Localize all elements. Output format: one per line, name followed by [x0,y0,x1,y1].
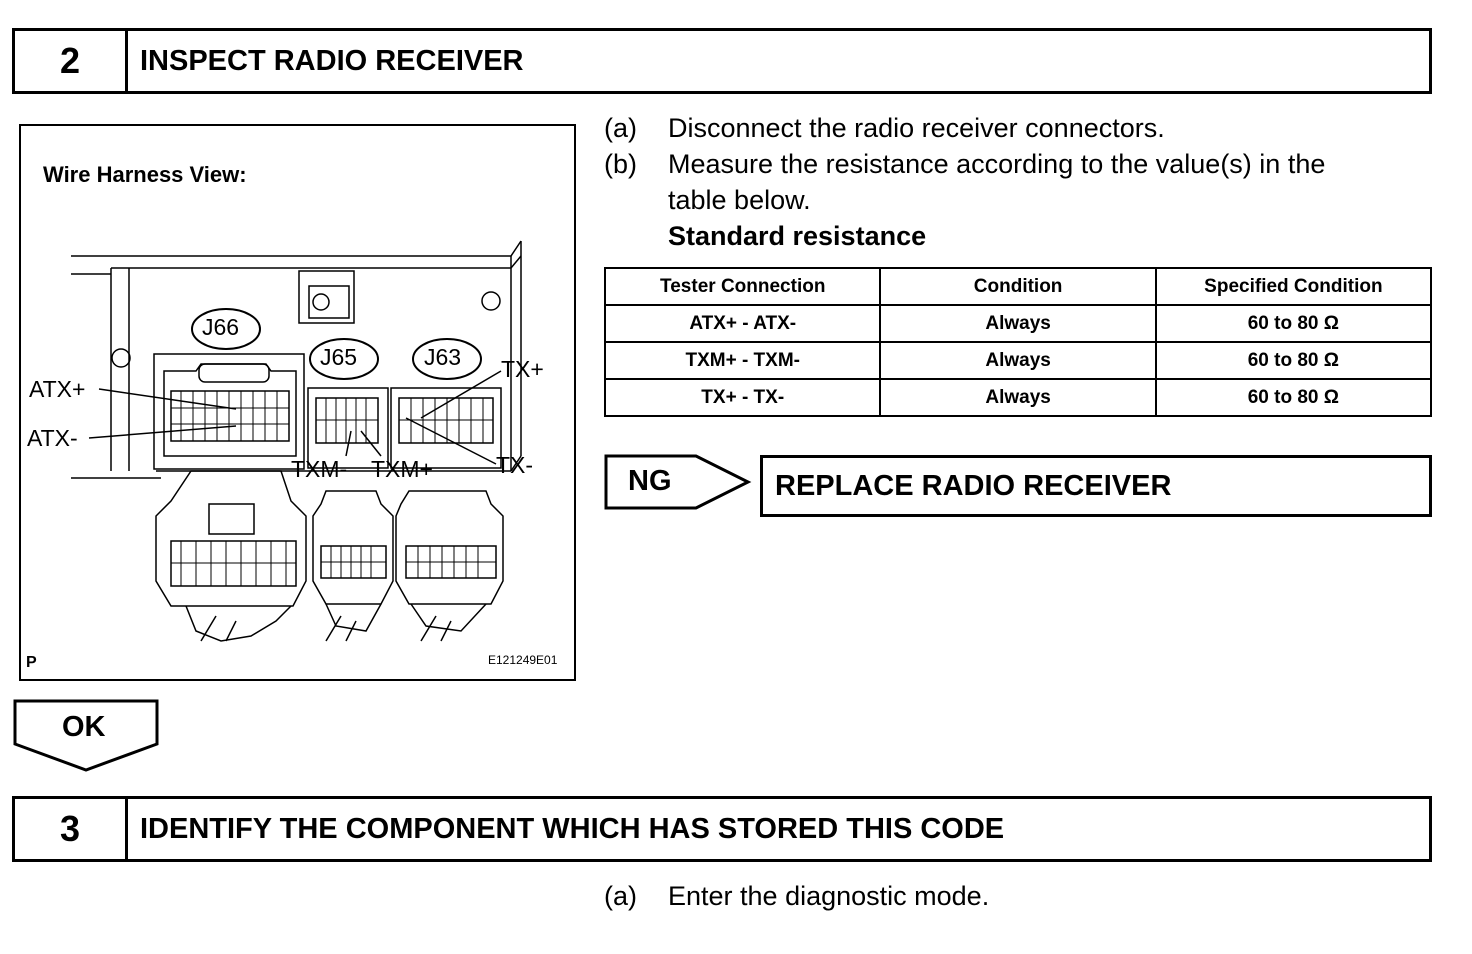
table-cell: TXM+ - TXM- [603,341,882,380]
table-row: ATX+ - ATX- Always 60 to 80 Ω [603,304,1433,343]
figure-code: E121249E01 [488,653,558,667]
instruction-text: Measure the resistance according to the … [668,149,1326,179]
table-header-row: Tester Connection Condition Specified Co… [603,267,1433,306]
resistance-table: Tester Connection Condition Specified Co… [603,267,1433,417]
table-row: TXM+ - TXM- Always 60 to 80 Ω [603,341,1433,380]
step-3-instruction-a: (a) Enter the diagnostic mode. [604,878,1434,914]
table-cell: 60 to 80 Ω [1154,378,1433,417]
instruction-text: Disconnect the radio receiver connectors… [668,113,1165,143]
column-header: Tester Connection [603,267,882,306]
column-header: Condition [879,267,1157,306]
txm-minus-label: TXM- [291,456,348,482]
ng-arrow-shape [604,454,752,510]
wire-harness-diagram: Wire Harness View: J66 J65 J63 ATX+ ATX-… [19,124,576,681]
table-cell: ATX+ - ATX- [603,304,882,343]
step-title: INSPECT RADIO RECEIVER [140,44,524,77]
ok-label: OK [62,711,106,743]
connector-j65-label: J65 [320,344,358,370]
instruction-label: (b) [604,149,637,179]
step-2-header: 2 INSPECT RADIO RECEIVER [12,28,1432,94]
table-cell: Always [879,341,1157,380]
ng-label: NG [628,465,672,497]
tx-minus-label: TX- [496,452,534,478]
table-cell: 60 to 80 Ω [1154,304,1433,343]
step-number: 3 [15,799,128,859]
instruction-text-cont: table below. [668,185,811,215]
instruction-text: Enter the diagnostic mode. [668,881,990,911]
table-cell: Always [879,304,1157,343]
txm-plus-label: TXM+ [371,456,433,482]
ng-arrow: NG [604,453,752,511]
table-row: TX+ - TX- Always 60 to 80 Ω [603,378,1433,417]
corner-mark: P [26,654,37,671]
ok-arrow: OK [12,699,160,773]
instruction-label: (a) [604,113,637,143]
instruction-b: (b) Measure the resistance according to … [604,146,1434,218]
instruction-a: (a) Disconnect the radio receiver connec… [604,110,1434,146]
connector-j66-label: J66 [202,314,240,340]
connector-j63-label: J63 [424,344,462,370]
table-cell: TX+ - TX- [603,378,882,417]
step-3-header: 3 IDENTIFY THE COMPONENT WHICH HAS STORE… [12,796,1432,862]
instruction-label: (a) [604,881,637,911]
harness-drawing [71,240,522,642]
diagram-title: Wire Harness View: [43,162,247,187]
atx-plus-label: ATX+ [29,376,86,402]
standard-resistance-heading: Standard resistance [668,221,927,251]
table-cell: Always [879,378,1157,417]
table-cell: 60 to 80 Ω [1154,341,1433,380]
ng-result-box: REPLACE RADIO RECEIVER [760,455,1432,517]
atx-minus-label: ATX- [27,425,78,451]
ok-arrow-shape [13,699,159,772]
step-title: IDENTIFY THE COMPONENT WHICH HAS STORED … [140,812,1005,845]
column-header: Specified Condition [1154,267,1433,306]
tx-plus-label: TX+ [501,356,544,382]
step-number: 2 [15,31,128,91]
